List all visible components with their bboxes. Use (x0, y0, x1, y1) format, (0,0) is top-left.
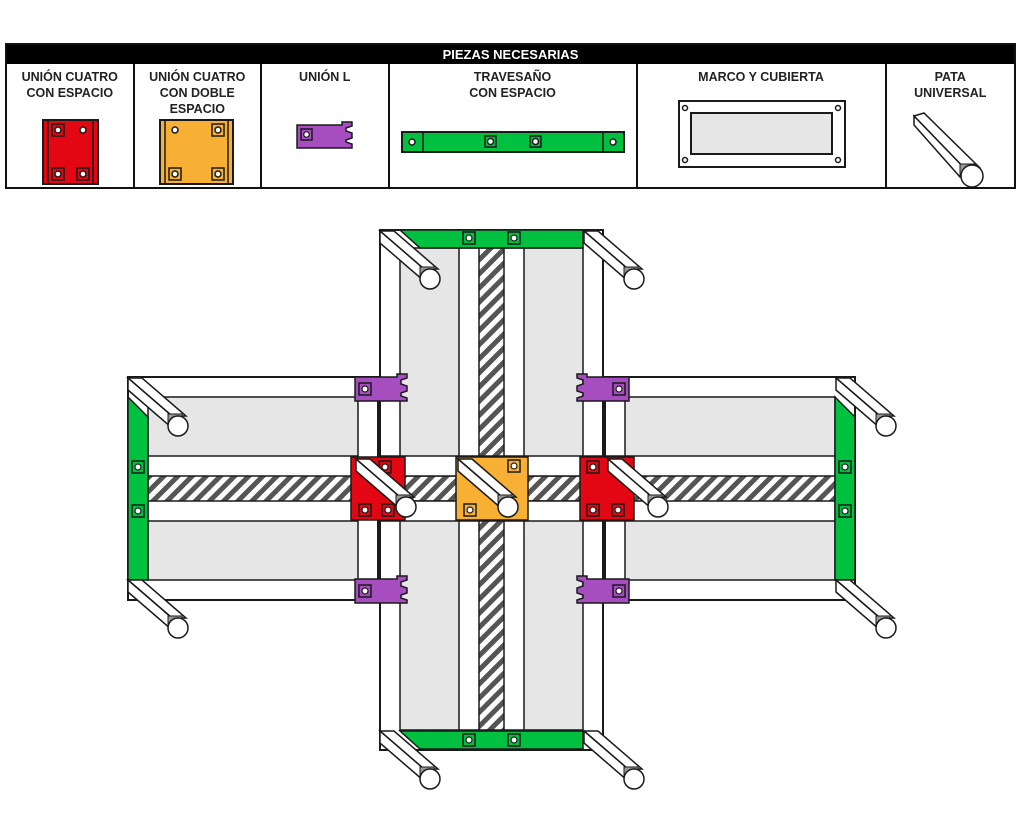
leg (583, 730, 645, 790)
union-cuatro-espacio-icon (42, 119, 99, 185)
part-label: UNIÓN L (299, 70, 351, 84)
part-cell-marco-cubierta: MARCO Y CUBIERTA (638, 64, 887, 187)
union-l-bottom-left (354, 575, 408, 604)
travesano-top (398, 229, 584, 249)
part-cell-pata-universal: PATA UNIVERSAL (887, 64, 1014, 187)
union-l-bottom-right (576, 575, 630, 604)
part-cell-travesano: TRAVESAÑO CON ESPACIO (390, 64, 638, 187)
pata-universal-icon (912, 112, 984, 187)
union-cuatro-doble-espacio-icon (158, 119, 234, 185)
parts-table-title: PIEZAS NECESARIAS (7, 45, 1014, 64)
part-cell-union-cuatro-espacio: UNIÓN CUATRO CON ESPACIO (7, 64, 135, 187)
travesano-bottom (398, 730, 584, 750)
parts-row: UNIÓN CUATRO CON ESPACIO UNIÓN CUATRO CO… (7, 64, 1014, 187)
marco-cubierta-icon (677, 100, 846, 168)
part-label: UNIÓN CUATRO CON ESPACIO (21, 70, 118, 100)
union-l-icon (296, 121, 353, 149)
parts-table: PIEZAS NECESARIAS UNIÓN CUATRO CON ESPAC… (5, 43, 1016, 189)
travesano-icon (400, 131, 625, 153)
part-label: UNIÓN CUATRO CON DOBLE ESPACIO (149, 70, 246, 116)
union-l-top-left (354, 373, 408, 402)
part-label: TRAVESAÑO CON ESPACIO (469, 70, 556, 100)
leg (835, 579, 897, 639)
part-cell-union-cuatro-doble-espacio: UNIÓN CUATRO CON DOBLE ESPACIO (135, 64, 262, 187)
part-cell-union-l: UNIÓN L (262, 64, 390, 187)
part-label: MARCO Y CUBIERTA (698, 70, 824, 84)
part-label: PATA UNIVERSAL (914, 70, 987, 100)
union-l-top-right (576, 373, 630, 402)
